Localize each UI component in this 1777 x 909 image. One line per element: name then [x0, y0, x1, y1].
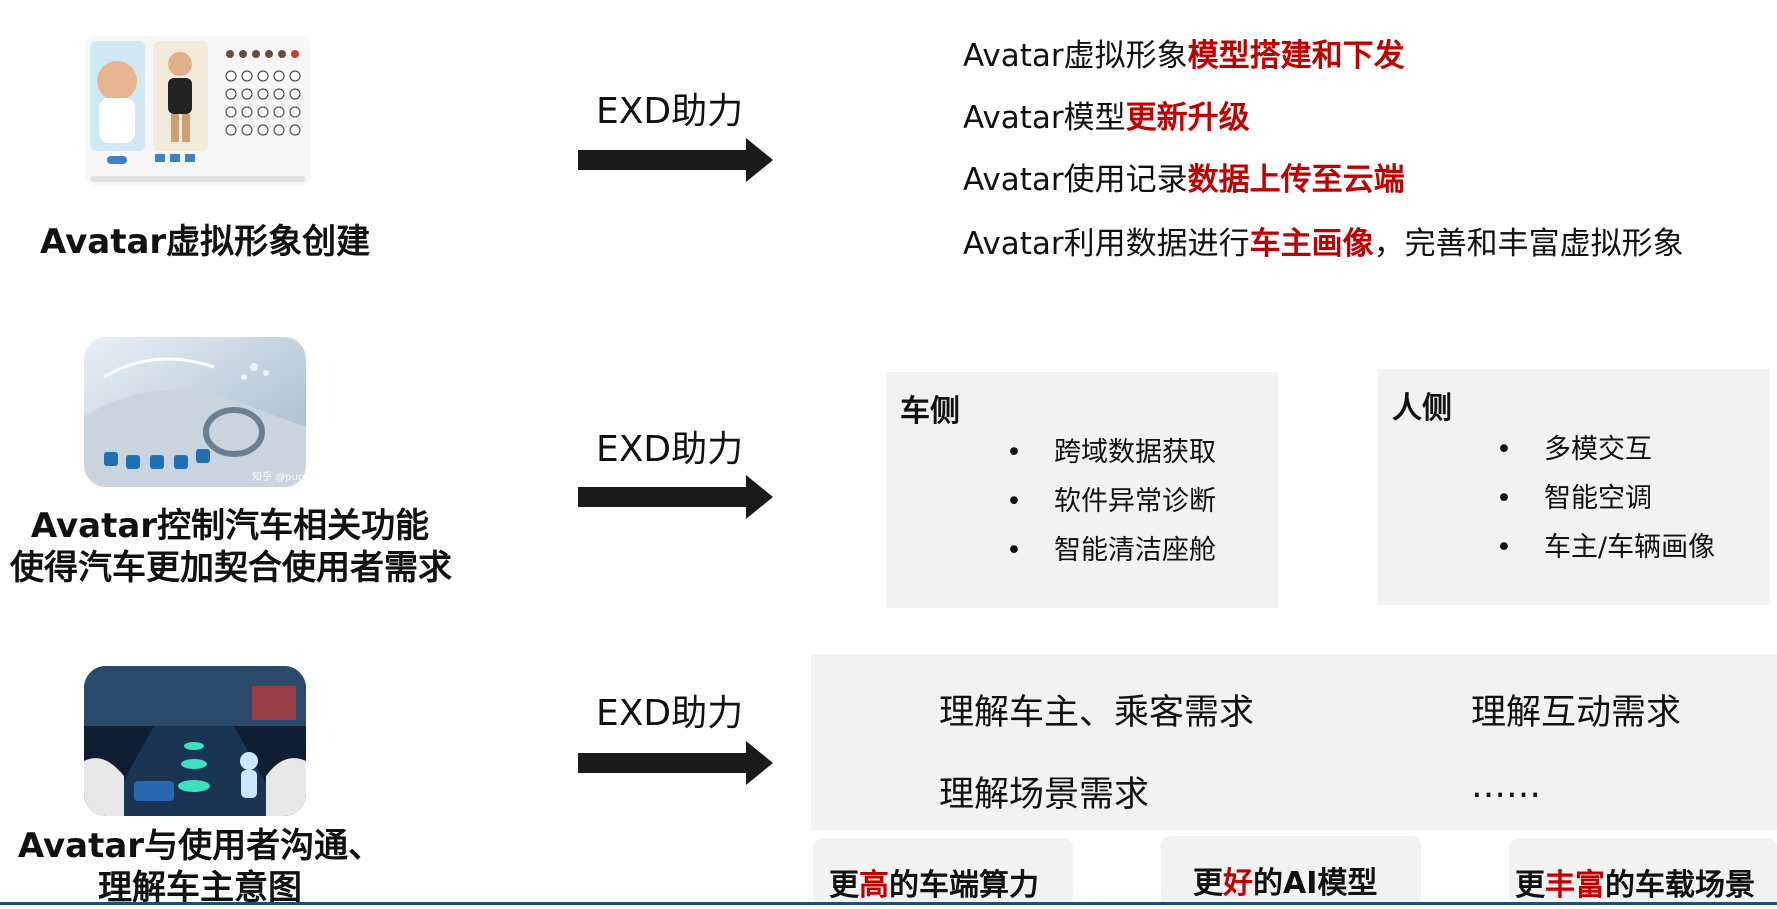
row2-caption-line1: Avatar控制汽车相关功能 [30, 506, 430, 546]
needs-panel: 理解车主、乘客需求 理解互动需求 理解场景需求 …… [811, 654, 1777, 830]
row3-caption-line2: 理解车主意图 [98, 868, 302, 908]
need-interaction: 理解互动需求 [1471, 693, 1682, 733]
list-item: •智能空调 [1496, 483, 1652, 514]
row3-caption: Avatar与使用者沟通、 理解车主意图 [10, 825, 390, 909]
row1-exd-label: EXD助力 [596, 91, 744, 132]
row1-arrow-icon [578, 138, 773, 182]
bottom-tab-ai-model: 更好的AI模型 [1161, 836, 1421, 905]
list-item: •跨域数据获取 [1006, 437, 1216, 468]
row1-item-4: Avatar利用数据进行车主画像，完善和丰富虚拟形象 [963, 226, 1684, 262]
human-side-title: 人侧 [1392, 391, 1452, 426]
list-item: •多模交互 [1496, 434, 1652, 465]
row3-caption-line1: Avatar与使用者沟通、 [17, 826, 383, 866]
car-side-title: 车侧 [900, 394, 960, 429]
list-item: •智能清洁座舱 [1006, 535, 1216, 566]
row2-exd-label: EXD助力 [596, 429, 744, 470]
row2-arrow-icon [578, 475, 773, 519]
bottom-tab-compute: 更高的车端算力 [813, 838, 1073, 905]
row1-item-1: Avatar虚拟形象模型搭建和下发 [963, 38, 1405, 74]
list-item: •软件异常诊断 [1006, 486, 1216, 517]
human-side-panel: 人侧 •多模交互 •智能空调 •车主/车辆画像 [1378, 369, 1770, 605]
car-side-list: •跨域数据获取 •软件异常诊断 •智能清洁座舱 [1006, 428, 1216, 575]
row2-caption-line2: 使得汽车更加契合使用者需求 [10, 548, 452, 588]
need-owner-passenger: 理解车主、乘客需求 [939, 693, 1255, 733]
row1-caption: Avatar虚拟形象创建 [40, 222, 371, 262]
car-side-panel: 车侧 •跨域数据获取 •软件异常诊断 •智能清洁座舱 [886, 372, 1278, 608]
car-cockpit-image: 知乎 @pursuer [84, 337, 306, 487]
bottom-rule [0, 902, 1777, 905]
row2-caption: Avatar控制汽车相关功能 使得汽车更加契合使用者需求 [10, 505, 452, 589]
driving-scene-image [84, 666, 306, 816]
list-item: •车主/车辆画像 [1496, 532, 1716, 563]
need-scene: 理解场景需求 [939, 775, 1150, 815]
row3-exd-label: EXD助力 [596, 693, 744, 734]
avatar-creation-image [85, 36, 310, 192]
need-more-ellipsis: …… [1471, 766, 1541, 806]
row3-arrow-icon [578, 741, 773, 785]
human-side-list: •多模交互 •智能空调 •车主/车辆画像 [1496, 425, 1715, 572]
bottom-tab-scenarios: 更丰富的车载场景 [1509, 838, 1777, 905]
row1-item-3: Avatar使用记录数据上传至云端 [963, 162, 1405, 198]
row1-item-2: Avatar模型更新升级 [963, 100, 1250, 136]
watermark-text: 知乎 @pursuer [252, 470, 306, 483]
